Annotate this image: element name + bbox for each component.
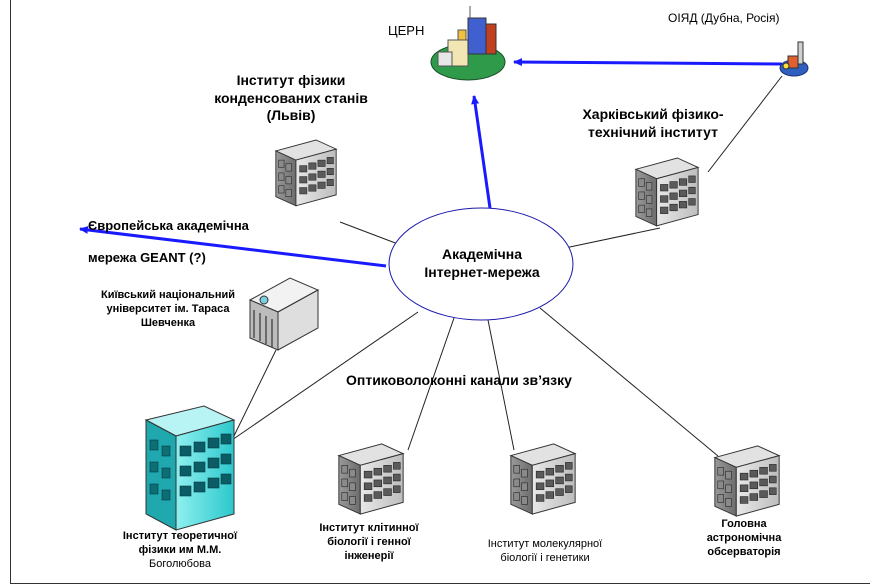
molbio-line1: Інститут молекулярної xyxy=(487,538,603,550)
lviv-line3: (Львів) xyxy=(266,107,316,123)
kyiv-university-building-icon xyxy=(248,277,320,351)
kharkiv-line1: Харківський фізико- xyxy=(582,106,724,122)
molbio-label: Інститут молекулярної біології і генетик… xyxy=(460,538,630,566)
fiber-channels-label: Оптиковолоконні канали зв’язку xyxy=(346,372,572,388)
observatory-line1: Головна xyxy=(721,518,767,530)
arrow-to-cern xyxy=(471,95,492,209)
kyiv-univ-line1: Київський національний xyxy=(100,289,235,301)
link-jinr xyxy=(707,75,783,173)
jinr-label: ОІЯД (Дубна, Росія) xyxy=(668,11,780,25)
molbio-line2: біології і генетики xyxy=(500,551,590,564)
observatory-label: Головна астрономічна обсерваторія xyxy=(684,518,804,559)
itf-line1: Інститут теоретичної xyxy=(122,530,238,542)
itf-line3: Боголюбова xyxy=(149,557,211,570)
cellbio-label: Інститут клітинної біології і генної інж… xyxy=(294,522,444,563)
kharkiv-building-icon xyxy=(635,157,699,227)
lviv-label: Інститут фізики конденсованих станів (Ль… xyxy=(206,72,376,125)
geant-line2: мережа GEANT (?) xyxy=(88,250,206,265)
itf-label: Інститут теоретичної фізики им М.М. Бого… xyxy=(110,530,250,571)
arrow-to-geant xyxy=(79,225,387,268)
cellbio-line1: Інститут клітинної xyxy=(319,522,419,534)
jinr-facility-icon xyxy=(779,41,809,77)
observatory-line2: астрономічна xyxy=(706,531,782,544)
arrow-jinr-cern xyxy=(513,58,783,67)
itf-line2: фізики им М.М. xyxy=(138,543,222,556)
hub-line1: Академічна xyxy=(441,246,522,262)
link-itf-kyiv xyxy=(231,349,277,441)
itf-building-icon xyxy=(144,405,236,531)
cern-campus-icon xyxy=(430,6,506,81)
lviv-building-icon xyxy=(275,139,337,207)
geant-label: Європейська академічна мережа GEANT (?) xyxy=(88,210,249,274)
link-itf xyxy=(231,311,419,441)
link-molbio xyxy=(487,319,515,451)
kyiv-univ-line3: Шевченка xyxy=(140,316,196,329)
kyiv-univ-label: Київський національний університет ім. Т… xyxy=(88,289,248,330)
cellbio-line3: інженерії xyxy=(344,549,394,562)
link-kharkiv xyxy=(564,227,661,249)
kyiv-univ-line2: університет ім. Тараса xyxy=(106,302,230,315)
cern-label: ЦЕРН xyxy=(388,23,425,38)
hub-label: Академічна Інтернет-мережа xyxy=(409,246,555,281)
hub-ellipse xyxy=(388,207,574,321)
cellbio-line2: біології і генної xyxy=(327,535,411,548)
lviv-line1: Інститут фізики xyxy=(236,72,346,88)
link-observatory xyxy=(539,307,719,457)
hub-line2: Інтернет-мережа xyxy=(424,263,540,280)
observatory-building-icon xyxy=(714,445,780,517)
link-cellbio xyxy=(407,317,455,451)
observatory-line3: обсерваторія xyxy=(707,545,781,558)
diagram-frame xyxy=(10,0,870,584)
molbio-building-icon xyxy=(510,443,576,515)
link-lviv xyxy=(339,221,399,245)
lviv-line2: конденсованих станів xyxy=(214,89,368,106)
cellbio-building-icon xyxy=(338,443,404,515)
geant-line1: Європейська академічна xyxy=(88,218,249,233)
kharkiv-line2: технічний інститут xyxy=(588,123,718,140)
kharkiv-label: Харківський фізико- технічний інститут xyxy=(566,106,740,141)
